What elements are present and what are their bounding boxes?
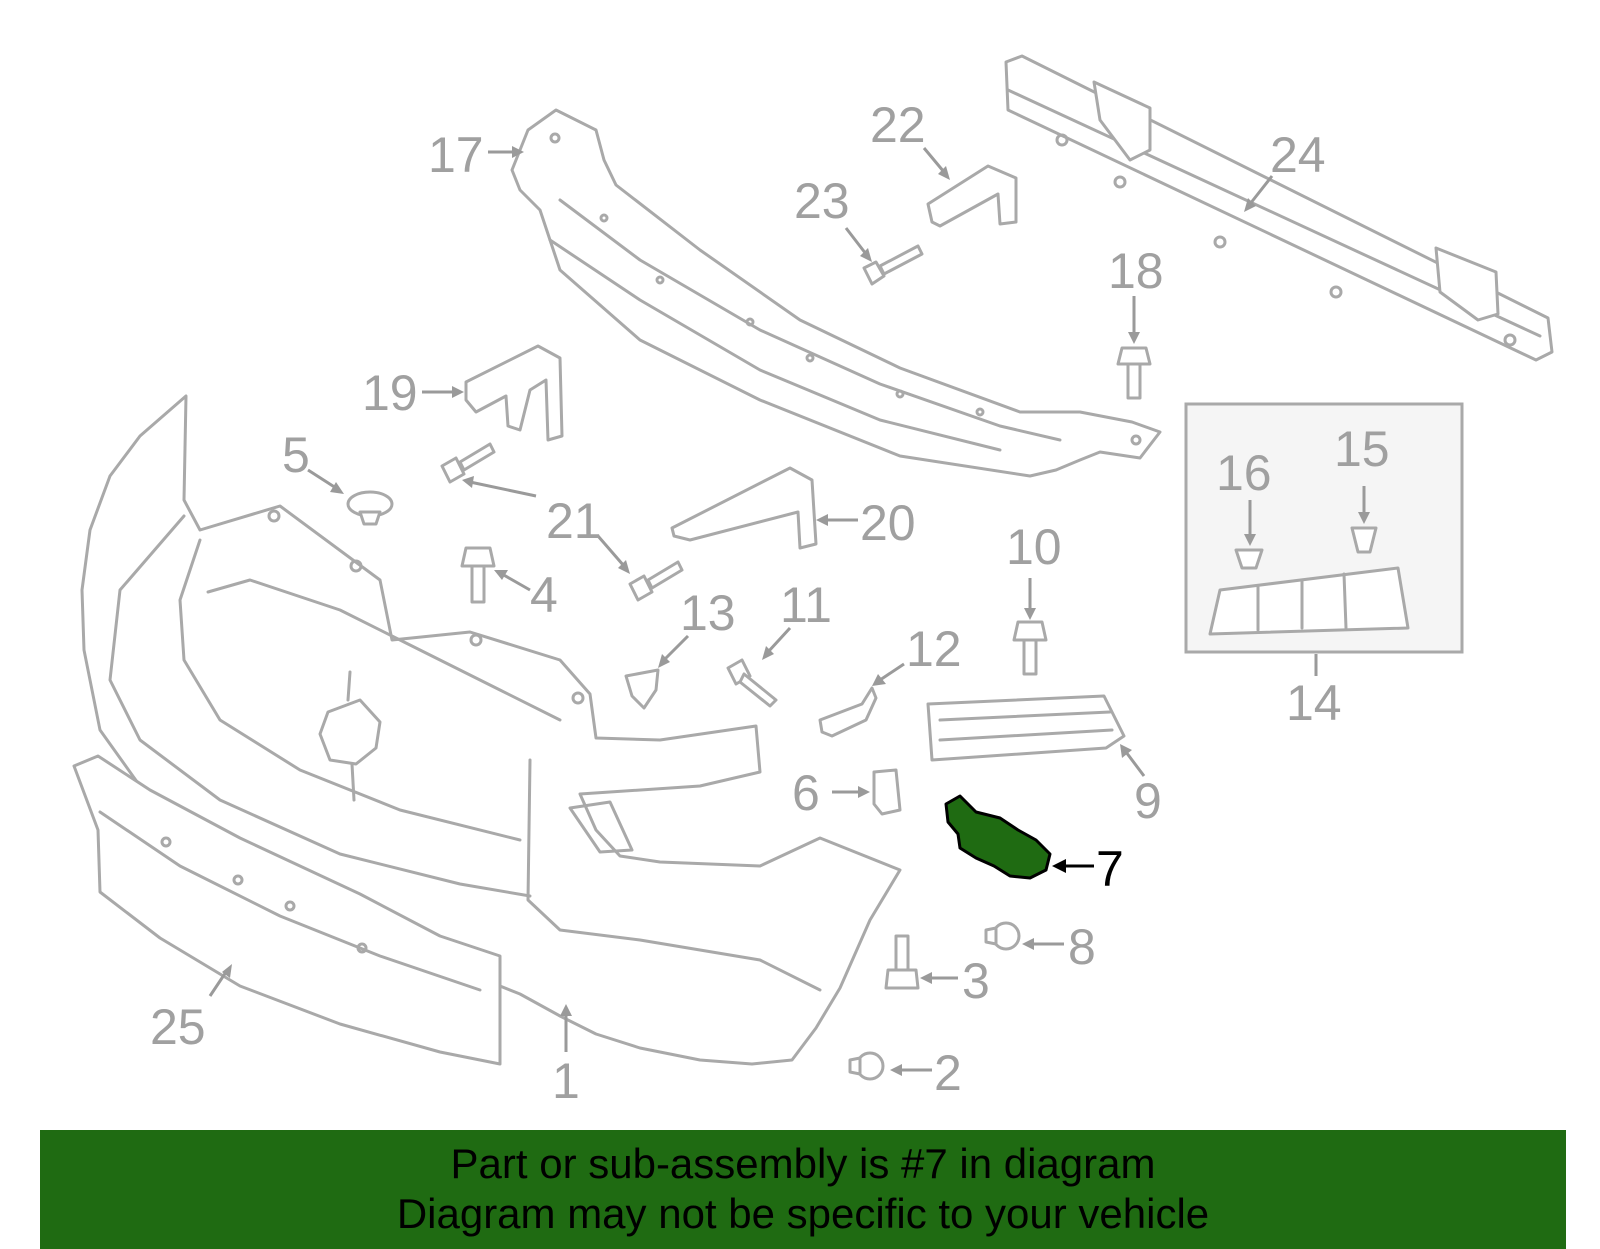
part-19-bracket [464,344,564,442]
banner-part-note: Part or sub-assembly is #7 in diagram [450,1140,1156,1187]
callout-25: 25 [150,999,206,1055]
part-17-upper-support [510,108,1162,478]
part-7-highlighted [944,794,1052,880]
part-13-clip [624,668,660,710]
banner-disclaimer: Diagram may not be specific to your vehi… [396,1190,1210,1237]
part-4-bolt [460,546,496,604]
part-1-bumper-cover [80,394,902,1066]
callout-7: 7 [1096,841,1124,897]
part-18-bolt [1116,346,1152,400]
callout-23: 23 [794,173,850,229]
part-3-bolt [884,934,920,990]
part-14-kit [1184,402,1464,654]
part-2-clip [848,1051,885,1081]
callout-3: 3 [962,953,990,1009]
part-25-lower-absorber [72,754,502,1066]
callout-11: 11 [780,577,832,633]
callout-8: 8 [1068,919,1096,975]
part-24-reinforcement-beam [1004,54,1554,362]
part-20-bracket [670,466,818,550]
part-8-clip [984,921,1021,951]
callout-6: 6 [792,765,820,821]
part-5-clip [346,490,394,526]
callout-16: 16 [1216,445,1272,501]
leader-arrows [208,146,1370,1076]
part-9-grille [926,694,1126,762]
callout-4: 4 [530,567,558,623]
callout-24: 24 [1270,127,1326,183]
callout-18: 18 [1108,243,1164,299]
part-12-strip [818,686,878,738]
callout-5: 5 [282,427,310,483]
callout-15: 15 [1334,421,1390,477]
part-22-bracket [926,164,1018,228]
part-21-bolt [440,442,684,602]
callout-21: 21 [546,493,602,549]
callout-2: 2 [934,1045,962,1101]
callout-10: 10 [1006,519,1062,575]
callout-19: 19 [362,365,418,421]
callout-1: 1 [552,1053,580,1109]
part-23-bolt [862,244,924,286]
info-banner: Part or sub-assembly is #7 in diagram Di… [40,1130,1566,1249]
callout-13: 13 [680,585,736,641]
callout-labels: 17 22 23 24 18 19 5 21 20 4 13 11 12 10 … [150,97,1390,1109]
part-10-bolt [1012,620,1048,676]
callout-9: 9 [1134,773,1162,829]
callout-17: 17 [428,127,484,183]
callout-14: 14 [1286,675,1342,731]
callout-22: 22 [870,97,926,153]
callout-12: 12 [906,621,962,677]
part-11-bolt [726,658,778,708]
callout-20: 20 [860,495,916,551]
part-6 [872,768,902,816]
